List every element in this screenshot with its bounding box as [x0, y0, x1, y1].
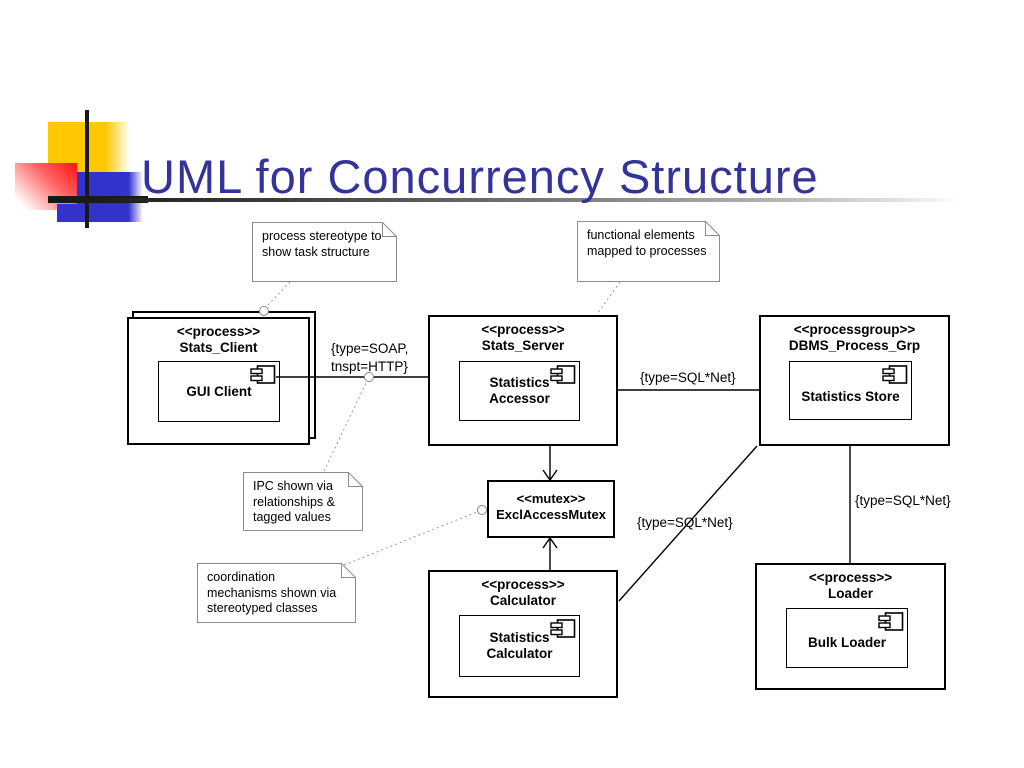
stereotype-label: <<process>>	[481, 577, 565, 592]
note-outline	[243, 472, 363, 531]
title-divider-rule	[48, 198, 960, 202]
component-statistics-calculator: Statistics Calculator	[459, 615, 580, 677]
note-line: coordination	[207, 570, 276, 584]
note-line: IPC shown via	[253, 479, 333, 493]
note-functional-elements: functional elements mapped to processes	[577, 221, 720, 282]
note-anchor-line	[323, 380, 368, 472]
stereotype-label: <<mutex>>	[516, 491, 586, 506]
anchor-junction-circle	[477, 505, 487, 515]
deco-blue-square-small	[57, 204, 105, 222]
note-anchor-line	[596, 281, 621, 315]
note-line: show task structure	[262, 244, 370, 259]
component-statistics-accessor: Statistics Accessor	[459, 361, 580, 421]
component-statistics-store: Statistics Store	[789, 361, 912, 420]
note-line: functional elements	[587, 228, 695, 242]
label-soap: {type=SOAP, tnspt=HTTP}	[331, 340, 408, 376]
box-name: DBMS_Process_Grp	[788, 338, 921, 353]
note-line: mapped to processes	[587, 243, 707, 258]
component-icon	[878, 612, 904, 632]
component-name: GUI Client	[186, 383, 252, 399]
component-icon	[882, 365, 908, 385]
component-name-line: Statistics	[489, 375, 550, 390]
component-icon	[250, 365, 276, 385]
note-line: tagged values	[253, 510, 331, 524]
deco-vertical-line	[85, 110, 89, 228]
note-anchor-line	[265, 281, 291, 308]
label-sql-dbms-loader: {type=SQL*Net}	[855, 493, 951, 508]
stereotype-label: <<processgroup>>	[793, 322, 916, 337]
box-name: Stats_Server	[481, 338, 565, 353]
label-sql-server-dbms: {type=SQL*Net}	[640, 370, 736, 385]
note-outline	[252, 222, 397, 282]
note-line: stereotyped classes	[207, 601, 318, 615]
note-process-stereotype: process stereotype to show task structur…	[252, 222, 397, 282]
box-excl-access-mutex: <<mutex>> ExclAccessMutex	[487, 480, 615, 538]
note-line: process stereotype to	[262, 229, 382, 243]
component-bulk-loader: Bulk Loader	[786, 608, 908, 668]
label-sql-calculator-dbms: {type=SQL*Net}	[637, 515, 733, 530]
component-name-line: Accessor	[489, 391, 550, 406]
note-ipc: IPC shown via relationships & tagged val…	[243, 472, 363, 531]
note-line: relationships &	[253, 494, 335, 509]
component-icon	[550, 365, 576, 385]
note-coordination: coordination mechanisms shown via stereo…	[197, 563, 356, 623]
note-outline	[577, 221, 720, 282]
box-name: Loader	[827, 586, 873, 601]
stereotype-label: <<process>>	[481, 322, 565, 337]
arrowhead-up-icon	[542, 536, 558, 549]
note-outline	[197, 563, 356, 623]
box-name: Calculator	[489, 593, 557, 608]
page-title: UML for Concurrency Structure	[141, 150, 819, 204]
note-anchor-line	[343, 511, 478, 566]
label-soap-line: {type=SOAP,	[331, 341, 409, 356]
box-name: Stats_Client	[179, 340, 258, 355]
label-soap-line: tnspt=HTTP}	[331, 359, 408, 374]
component-name: Statistics Store	[801, 388, 900, 404]
component-name-line: Statistics	[489, 630, 550, 645]
stereotype-label: <<process>>	[176, 324, 261, 339]
arrowhead-down-icon	[542, 469, 558, 482]
component-icon	[550, 619, 576, 639]
stereotype-label: <<process>>	[808, 570, 893, 585]
note-line: mechanisms shown via	[207, 585, 337, 600]
component-gui-client: GUI Client	[158, 361, 280, 422]
component-name: Bulk Loader	[807, 635, 886, 650]
component-name-line: Calculator	[486, 646, 553, 661]
box-name: ExclAccessMutex	[496, 507, 606, 522]
